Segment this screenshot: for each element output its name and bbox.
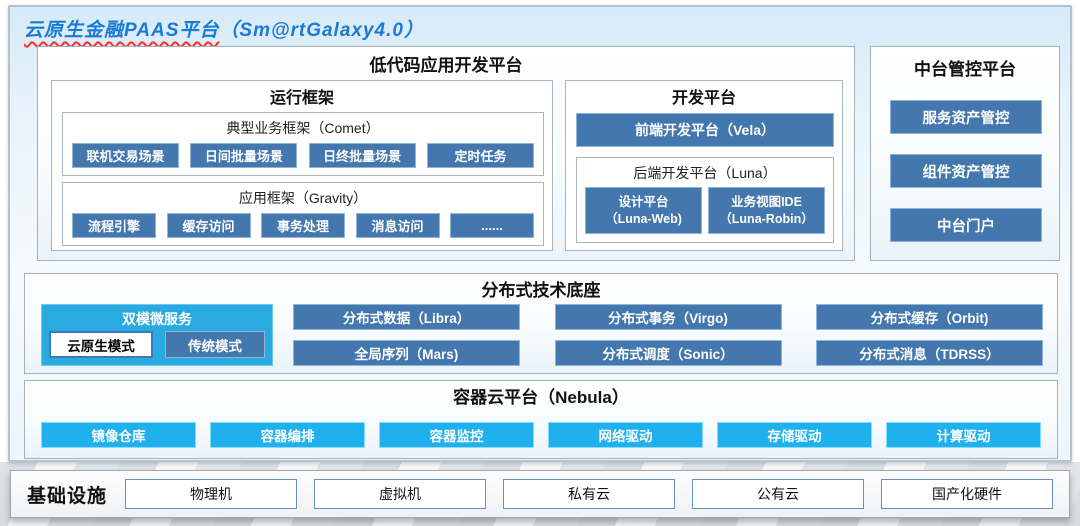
luna-web-design-platform: 设计平台 （Luna-Web) bbox=[585, 187, 702, 234]
lowcode-dev-platform-box: 低代码应用开发平台 运行框架 典型业务框架（Comet） 联机交易场景 日间批量… bbox=[37, 46, 855, 261]
midplatform-control-box: 中台管控平台 服务资产管控 组件资产管控 中台门户 bbox=[870, 46, 1060, 261]
comet-framework-box: 典型业务框架（Comet） 联机交易场景 日间批量场景 日终批量场景 定时任务 bbox=[62, 112, 544, 176]
distributed-services-grid: 分布式数据（Libra） 分布式事务（Virgo) 分布式缓存（Orbit) 全… bbox=[293, 304, 1043, 366]
luna-items-row: 设计平台 （Luna-Web) 业务视图IDE （Luna-Robin） bbox=[585, 187, 825, 234]
container-cloud-nebula-title: 容器云平台（Nebula） bbox=[453, 388, 629, 407]
comet-item-scheduled-task: 定时任务 bbox=[426, 143, 534, 168]
compute-driver: 计算驱动 bbox=[886, 422, 1041, 448]
network-driver: 网络驱动 bbox=[548, 422, 703, 448]
midplatform-control-title: 中台管控平台 bbox=[914, 60, 1016, 79]
platform-architecture-panel: 云原生金融PAAS平台（Sm@rtGalaxy4.0） 低代码应用开发平台 运行… bbox=[8, 5, 1072, 462]
backend-platform-luna-box: 后端开发平台（Luna） 设计平台 （Luna-Web) 业务视图IDE （Lu… bbox=[576, 157, 834, 243]
midplatform-portal: 中台门户 bbox=[890, 208, 1042, 242]
distributed-tech-base-box: 分布式技术底座 双模微服务 云原生模式 传统模式 分布式数据（Libra） 分布… bbox=[24, 273, 1058, 374]
container-orchestration: 容器编排 bbox=[210, 422, 365, 448]
gravity-items-row: 流程引擎 缓存访问 事务处理 消息访问 ...... bbox=[72, 213, 534, 238]
public-cloud: 公有云 bbox=[691, 479, 864, 509]
distributed-tech-base-title: 分布式技术底座 bbox=[481, 281, 601, 300]
distributed-scheduler-sonic: 分布式调度（Sonic） bbox=[554, 340, 782, 366]
image-registry: 镜像仓库 bbox=[41, 422, 196, 448]
service-asset-control: 服务资产管控 bbox=[890, 100, 1042, 134]
gravity-framework-title: 应用框架（Gravity） bbox=[238, 190, 368, 206]
virtual-machine: 虚拟机 bbox=[314, 479, 486, 509]
dev-platform-title: 开发平台 bbox=[671, 90, 736, 107]
luna-robin-line2: （Luna-Robin） bbox=[719, 211, 814, 226]
comet-item-eod-batch: 日终批量场景 bbox=[308, 143, 416, 168]
distributed-message-tdrss: 分布式消息（TDRSS） bbox=[816, 340, 1043, 366]
comet-item-online-trade: 联机交易场景 bbox=[72, 143, 179, 168]
component-asset-control: 组件资产管控 bbox=[890, 154, 1042, 188]
gravity-item-message-access: 消息访问 bbox=[355, 213, 440, 238]
distributed-services-row2: 全局序列（Mars) 分布式调度（Sonic） 分布式消息（TDRSS） bbox=[293, 340, 1043, 366]
global-sequence-mars: 全局序列（Mars) bbox=[293, 340, 520, 366]
infrastructure-title: 基础设施 bbox=[27, 485, 108, 507]
gravity-item-transaction: 事务处理 bbox=[261, 213, 345, 238]
dev-platform-box: 开发平台 前端开发平台（Vela） 后端开发平台（Luna） 设计平台 （Lun… bbox=[565, 80, 843, 251]
domestic-hardware: 国产化硬件 bbox=[880, 479, 1053, 509]
luna-robin-line1: 业务视图IDE bbox=[731, 194, 802, 209]
gravity-item-ellipsis: ...... bbox=[450, 213, 534, 238]
gravity-framework-box: 应用框架（Gravity） 流程引擎 缓存访问 事务处理 消息访问 ...... bbox=[62, 182, 544, 246]
luna-web-line2: （Luna-Web) bbox=[605, 211, 682, 226]
storage-driver: 存储驱动 bbox=[717, 422, 872, 448]
page-title: 云原生金融PAAS平台（Sm@rtGalaxy4.0） bbox=[24, 15, 424, 42]
runtime-framework-title: 运行框架 bbox=[269, 90, 334, 107]
infrastructure-items-row: 物理机 虚拟机 私有云 公有云 国产化硬件 bbox=[125, 479, 1053, 509]
page-title-main: 云原生金融PAAS平台 bbox=[24, 20, 220, 41]
lowcode-dev-platform-title: 低代码应用开发平台 bbox=[369, 56, 523, 75]
comet-items-row: 联机交易场景 日间批量场景 日终批量场景 定时任务 bbox=[72, 143, 534, 168]
dual-mode-row: 云原生模式 传统模式 bbox=[49, 331, 265, 358]
backend-platform-luna-title: 后端开发平台（Luna） bbox=[633, 165, 777, 181]
private-cloud: 私有云 bbox=[502, 479, 675, 509]
luna-web-line1: 设计平台 bbox=[618, 194, 669, 209]
luna-robin-business-ide: 业务视图IDE （Luna-Robin） bbox=[708, 187, 825, 234]
container-cloud-nebula-box: 容器云平台（Nebula） 镜像仓库 容器编排 容器监控 网络驱动 存储驱动 计… bbox=[24, 380, 1058, 459]
comet-framework-title: 典型业务框架（Comet） bbox=[226, 120, 380, 136]
page-title-suffix: （Sm@rtGalaxy4.0） bbox=[219, 20, 424, 41]
gravity-item-process-engine: 流程引擎 bbox=[72, 213, 156, 238]
comet-item-intraday-batch: 日间批量场景 bbox=[190, 143, 298, 168]
runtime-framework-box: 运行框架 典型业务框架（Comet） 联机交易场景 日间批量场景 日终批量场景 … bbox=[51, 80, 553, 251]
physical-machine: 物理机 bbox=[125, 479, 298, 509]
distributed-services-row1: 分布式数据（Libra） 分布式事务（Virgo) 分布式缓存（Orbit) bbox=[293, 304, 1043, 330]
distributed-cache-orbit: 分布式缓存（Orbit) bbox=[816, 304, 1043, 330]
cloud-native-mode: 云原生模式 bbox=[49, 331, 153, 358]
gravity-item-cache-access: 缓存访问 bbox=[166, 213, 251, 238]
legacy-mode: 传统模式 bbox=[165, 331, 265, 358]
dual-mode-microservice-box: 双模微服务 云原生模式 传统模式 bbox=[41, 304, 273, 366]
infrastructure-bar: 基础设施 物理机 虚拟机 私有云 公有云 国产化硬件 bbox=[10, 470, 1070, 518]
distributed-data-libra: 分布式数据（Libra） bbox=[293, 304, 520, 330]
distributed-transaction-virgo: 分布式事务（Virgo) bbox=[554, 304, 782, 330]
frontend-platform-vela: 前端开发平台（Vela） bbox=[576, 113, 834, 147]
dual-mode-microservice-title: 双模微服务 bbox=[122, 311, 192, 327]
container-monitoring: 容器监控 bbox=[379, 422, 534, 448]
nebula-items-row: 镜像仓库 容器编排 容器监控 网络驱动 存储驱动 计算驱动 bbox=[41, 422, 1041, 448]
